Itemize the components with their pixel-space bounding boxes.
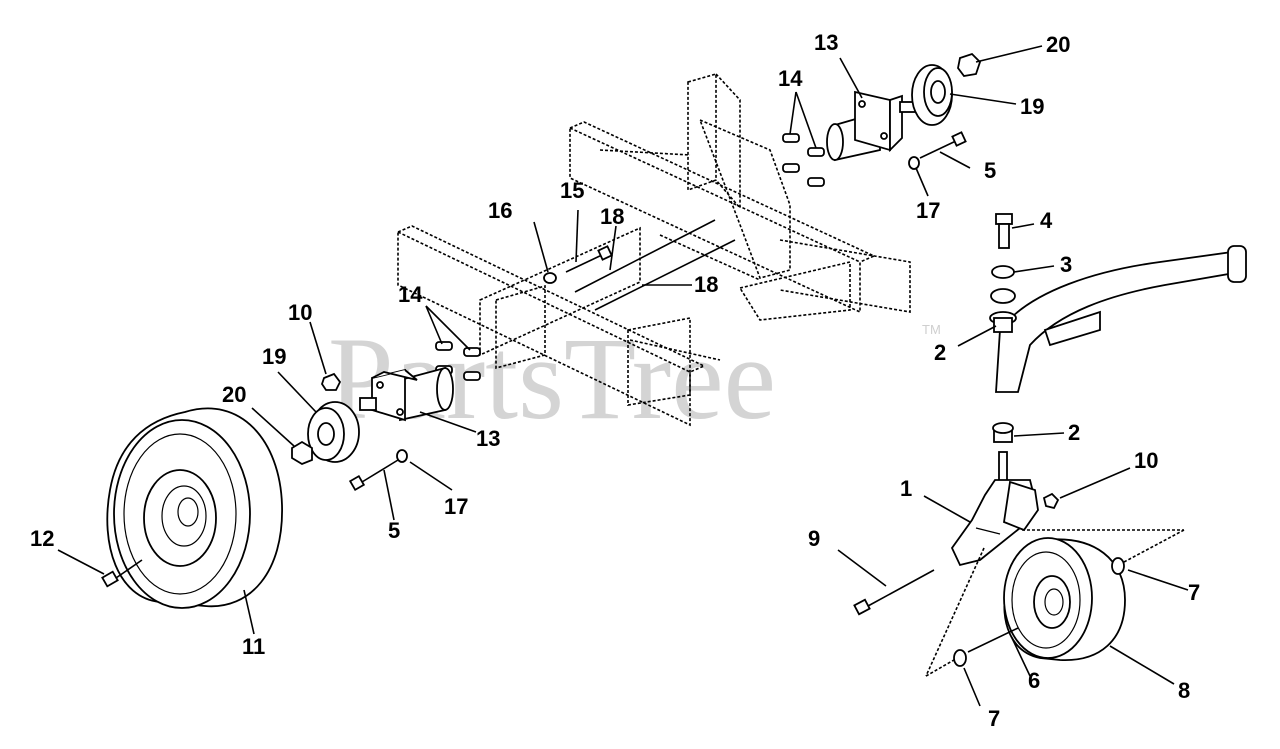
callout-17-lower: 17 xyxy=(444,494,468,519)
washer-3 xyxy=(991,265,1015,279)
nut-20-upper xyxy=(957,52,982,77)
callout-2-upper: 2 xyxy=(934,340,946,365)
nut-10-left xyxy=(321,372,342,391)
nut-20-lower xyxy=(291,440,313,466)
callout-17-upper: 17 xyxy=(916,198,940,223)
axle-rods xyxy=(574,219,736,311)
bushing-2-lower xyxy=(992,422,1014,443)
callout-1: 1 xyxy=(900,476,912,501)
callout-4: 4 xyxy=(1040,208,1053,233)
callout-6: 6 xyxy=(1028,668,1040,693)
callout-10-left: 10 xyxy=(288,300,312,325)
caster-wheel-8 xyxy=(1003,537,1126,661)
callout-labels: 1 2 2 3 4 5 5 6 7 7 8 9 10 10 11 12 13 1… xyxy=(30,30,1200,731)
bolt-9 xyxy=(853,569,935,616)
callout-12: 12 xyxy=(30,526,54,551)
callout-13-upper: 13 xyxy=(814,30,838,55)
callout-16: 16 xyxy=(488,198,512,223)
axle-6 xyxy=(967,627,1019,653)
callout-7-right: 7 xyxy=(1188,580,1200,605)
nut-10-right xyxy=(1042,492,1060,510)
tractor-frame xyxy=(397,72,911,427)
rear-wheel-11 xyxy=(106,407,283,609)
bolt-15 xyxy=(565,245,613,273)
callout-5-lower: 5 xyxy=(388,518,400,543)
callout-14-lower: 14 xyxy=(398,282,423,307)
callout-10-right: 10 xyxy=(1134,448,1158,473)
hub-19-lower xyxy=(307,401,360,463)
pins-14-upper xyxy=(782,133,825,187)
hub-19-upper xyxy=(911,64,953,126)
callout-18-lower: 18 xyxy=(694,272,718,297)
callout-20-upper: 20 xyxy=(1046,32,1070,57)
bolt-5-upper xyxy=(908,131,967,170)
callout-14-upper: 14 xyxy=(778,66,803,91)
bushing-2-upper xyxy=(989,311,1017,333)
callout-18-upper: 18 xyxy=(600,204,624,229)
spindle-13-lower xyxy=(359,366,454,422)
callout-19-lower: 19 xyxy=(262,344,286,369)
leader-lines xyxy=(57,45,1189,707)
callout-5-upper: 5 xyxy=(984,158,996,183)
callout-15: 15 xyxy=(560,178,584,203)
callout-8: 8 xyxy=(1178,678,1190,703)
spacer-7-left xyxy=(953,649,967,667)
bolt-5-lower xyxy=(348,449,408,492)
callout-11: 11 xyxy=(242,634,265,659)
bolt-4 xyxy=(995,213,1013,249)
washer-3b xyxy=(990,288,1016,304)
spindle-13-upper xyxy=(826,90,917,162)
bolt-12 xyxy=(101,559,143,588)
callout-9: 9 xyxy=(808,526,820,551)
callout-20-lower: 20 xyxy=(222,382,246,407)
callout-3: 3 xyxy=(1060,252,1072,277)
callout-7-left: 7 xyxy=(988,706,1000,731)
callout-19-upper: 19 xyxy=(1020,94,1044,119)
callout-2-lower: 2 xyxy=(1068,420,1080,445)
washer-16 xyxy=(543,272,557,284)
caster-fork-1 xyxy=(950,451,1039,567)
callout-13-lower: 13 xyxy=(476,426,500,451)
spacer-7-right xyxy=(1111,557,1125,575)
caster-arm xyxy=(995,245,1247,393)
watermark-trademark: TM xyxy=(922,322,941,337)
